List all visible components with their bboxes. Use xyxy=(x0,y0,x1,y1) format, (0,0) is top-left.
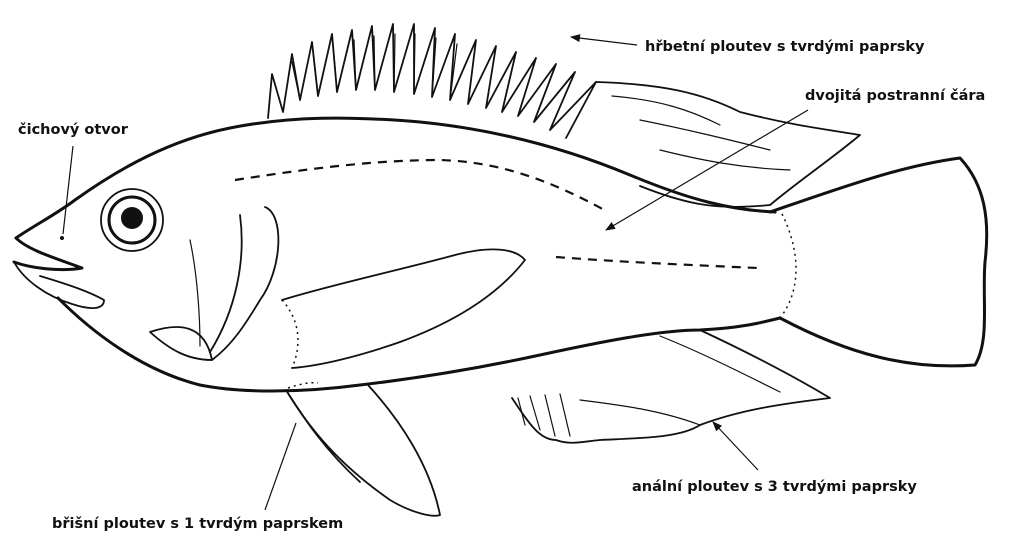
upper-lateral-line xyxy=(235,160,608,212)
svg-text:dvojitá postranní čára: dvojitá postranní čára xyxy=(805,88,985,104)
pectoral-fin xyxy=(282,249,525,368)
eye xyxy=(101,189,163,251)
label-anal-fin: anální ploutev s 3 tvrdými paprsky xyxy=(632,422,917,495)
anal-fin xyxy=(512,330,830,443)
caudal-fin xyxy=(770,158,987,366)
label-pelvic-fin: břišní ploutev s 1 tvrdým paprskem xyxy=(52,423,343,532)
label-nostril: čichový otvor xyxy=(18,122,129,234)
lower-lateral-line xyxy=(556,257,758,268)
svg-text:hřbetní ploutev s tvrdými papr: hřbetní ploutev s tvrdými paprsky xyxy=(645,39,925,55)
svg-text:anální ploutev s 3 tvrdými pap: anální ploutev s 3 tvrdými paprsky xyxy=(632,479,917,495)
svg-text:břišní ploutev s 1 tvrdým papr: břišní ploutev s 1 tvrdým paprskem xyxy=(52,516,343,532)
caudal-peduncle-line xyxy=(780,214,796,318)
svg-text:čichový otvor: čichový otvor xyxy=(18,122,129,138)
label-lateral-line: dvojitá postranní čára xyxy=(606,88,985,230)
dorsal-fin-spines xyxy=(268,24,596,138)
gill-cover xyxy=(212,207,278,360)
nostril-dot xyxy=(60,236,64,240)
pelvic-fin xyxy=(286,385,440,516)
label-dorsal-fin: hřbetní ploutev s tvrdými paprsky xyxy=(571,37,925,55)
